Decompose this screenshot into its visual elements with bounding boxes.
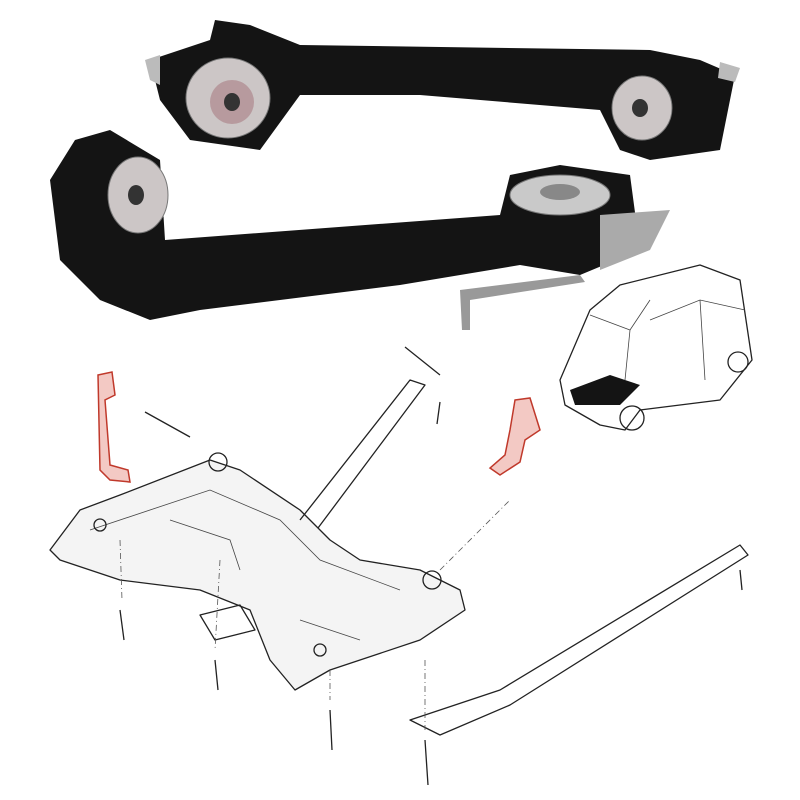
van-illustration [559,264,753,431]
upper-control-arm [145,20,740,160]
lower-control-arm [50,130,670,330]
subframe-diagram [49,346,749,786]
